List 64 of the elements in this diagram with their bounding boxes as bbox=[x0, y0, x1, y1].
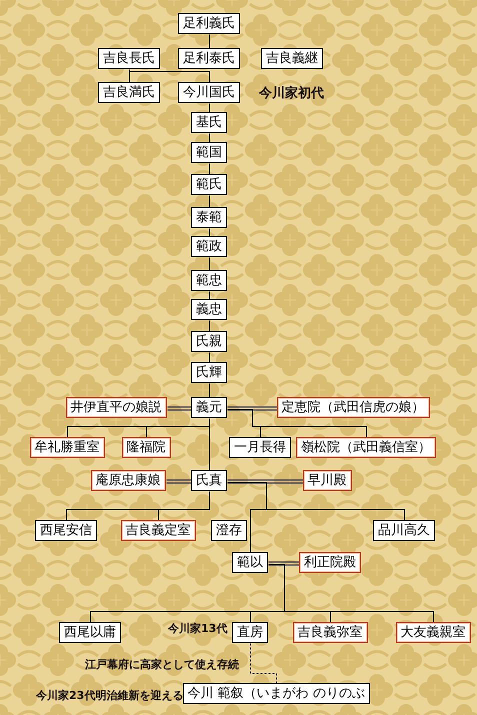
name-box: 範忠 bbox=[191, 270, 227, 291]
name-box: 直房 bbox=[232, 622, 268, 643]
name-box: 義元 bbox=[191, 397, 227, 418]
name-box: 利正院殿 bbox=[299, 552, 361, 573]
marriage-line bbox=[167, 406, 192, 410]
family-line bbox=[268, 564, 434, 623]
name-box: 範国 bbox=[191, 142, 227, 163]
name-box: 吉良長氏 bbox=[98, 48, 160, 69]
name-box: 今川 範叙（いまがわ のりのぶ bbox=[182, 683, 370, 704]
marriage-line bbox=[268, 562, 300, 566]
name-box: 足利泰氏 bbox=[178, 48, 240, 69]
name-box: 牟礼勝重室 bbox=[30, 437, 104, 458]
generation-note: 今川家初代 bbox=[259, 84, 324, 102]
family-line bbox=[158, 491, 210, 521]
name-box: 一月長得 bbox=[229, 437, 291, 458]
marriage-line bbox=[227, 480, 304, 484]
family-line bbox=[209, 383, 210, 398]
name-box: 基氏 bbox=[191, 112, 227, 133]
name-box: 隆福院 bbox=[122, 437, 170, 458]
name-box: 泰範 bbox=[191, 207, 227, 228]
name-box: 氏真 bbox=[191, 470, 227, 491]
family-line bbox=[209, 418, 210, 471]
name-box: 範以 bbox=[232, 552, 268, 573]
family-line bbox=[227, 409, 367, 438]
family-line bbox=[209, 163, 210, 175]
name-box: 庵原忠康娘 bbox=[90, 470, 166, 491]
family-line bbox=[209, 228, 210, 237]
name-box: 吉良義継 bbox=[261, 48, 323, 69]
name-box: 範政 bbox=[191, 236, 227, 257]
name-box: 吉良満氏 bbox=[98, 82, 160, 103]
name-box: 吉良義弥室 bbox=[292, 622, 368, 643]
family-line bbox=[227, 482, 405, 521]
family-line bbox=[209, 195, 210, 208]
name-box: 品川高久 bbox=[373, 520, 435, 541]
generation-note: 今川家13代 bbox=[168, 621, 228, 636]
name-box: 澄存 bbox=[211, 520, 247, 541]
note-text: 江戸幕府に高家として使え存続 bbox=[85, 657, 239, 672]
marriage-line bbox=[227, 406, 278, 410]
family-line bbox=[209, 257, 210, 271]
name-box: 吉良義定室 bbox=[120, 520, 196, 541]
family-line bbox=[209, 320, 210, 332]
name-box: 範氏 bbox=[191, 174, 227, 195]
family-line bbox=[209, 103, 210, 113]
family-line bbox=[129, 69, 130, 83]
name-box: 西尾安信 bbox=[35, 520, 97, 541]
family-line bbox=[209, 352, 210, 363]
generation-note: 今川家23代明治維新を迎える bbox=[36, 688, 184, 703]
family-line bbox=[209, 34, 210, 49]
name-box: 定恵院（武田信虎の娘） bbox=[276, 397, 430, 418]
family-line bbox=[129, 69, 210, 83]
name-box: 氏親 bbox=[191, 331, 227, 352]
name-box: 大友義親室 bbox=[396, 622, 470, 643]
name-box: 足利義氏 bbox=[178, 13, 240, 34]
name-box: 今川国氏 bbox=[178, 82, 240, 103]
family-line bbox=[209, 133, 210, 143]
name-box: 井伊直平の娘説 bbox=[66, 397, 166, 418]
marriage-line bbox=[166, 480, 192, 484]
descent-line bbox=[250, 643, 277, 684]
name-box: 義忠 bbox=[191, 299, 227, 320]
name-box: 西尾以庸 bbox=[59, 622, 121, 643]
name-box: 嶺松院（武田義信室） bbox=[296, 437, 436, 458]
family-line bbox=[209, 291, 210, 300]
name-box: 早川殿 bbox=[302, 470, 352, 491]
name-box: 氏輝 bbox=[191, 362, 227, 383]
